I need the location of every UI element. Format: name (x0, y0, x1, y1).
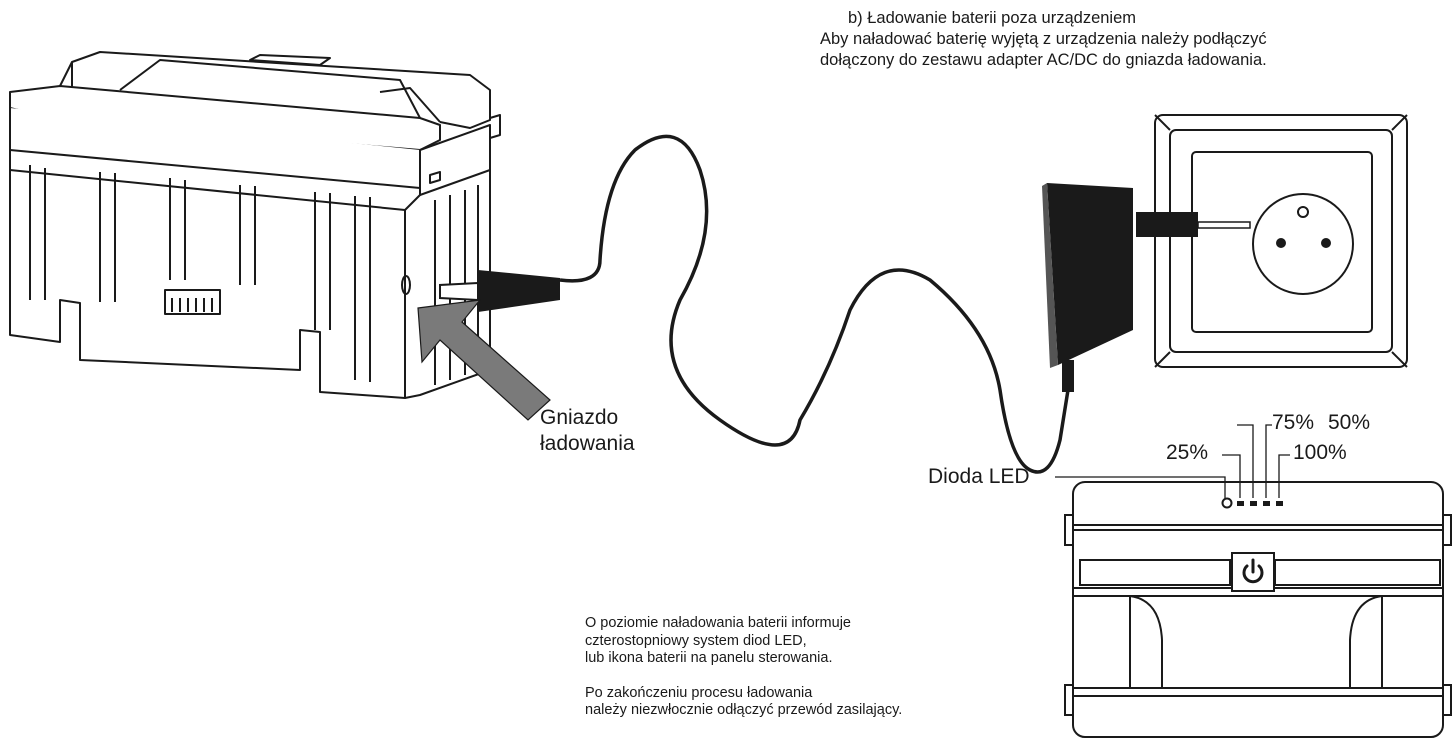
led-50-label: 50% (1328, 411, 1371, 434)
ac-dc-adapter (1042, 183, 1251, 368)
led-label: Dioda LED (928, 465, 1030, 488)
socket-label: Gniazdo ładowania (540, 405, 635, 457)
instruction-line: dołączony do zestawu adapter AC/DC do gn… (820, 51, 1267, 69)
charging-cable (439, 134, 1074, 474)
battery-top-view (1064, 481, 1452, 738)
section-title: b) Ładowanie baterii poza urządzeniem (848, 9, 1137, 27)
pointer-arrow (417, 299, 551, 421)
notes-line: O poziomie naładowania baterii informuje (585, 615, 851, 631)
notes-line: czterostopniowy system diod LED, (585, 632, 807, 649)
led-100-label: 100% (1293, 441, 1347, 464)
instruction-line: Aby naładować baterię wyjętą z urządzeni… (820, 30, 1267, 48)
notes-paragraph: Po zakończeniu procesu ładowania należy … (585, 685, 902, 720)
led-25-label: 25% (1166, 441, 1209, 464)
instruction-header: b) Ładowanie baterii poza urządzeniem Ab… (820, 8, 1267, 71)
socket-label-line: Gniazdo (540, 406, 619, 429)
notes-line: należy niezwłocznie odłączyć przewód zas… (585, 702, 903, 718)
led-leader-lines (1055, 424, 1290, 498)
battery-pack (9, 51, 501, 399)
notes-line: lub ikona baterii na panelu sterowania. (585, 650, 833, 666)
power-icon (1242, 558, 1264, 584)
socket-label-line: ładowania (540, 432, 635, 455)
charging-notes: O poziomie naładowania baterii informuje… (585, 615, 902, 737)
notes-paragraph: O poziomie naładowania baterii informuje… (585, 615, 902, 668)
led-75-label: 75% (1272, 411, 1315, 434)
notes-line: Po zakończeniu procesu ładowania (585, 684, 813, 701)
wall-outlet (1154, 114, 1408, 368)
